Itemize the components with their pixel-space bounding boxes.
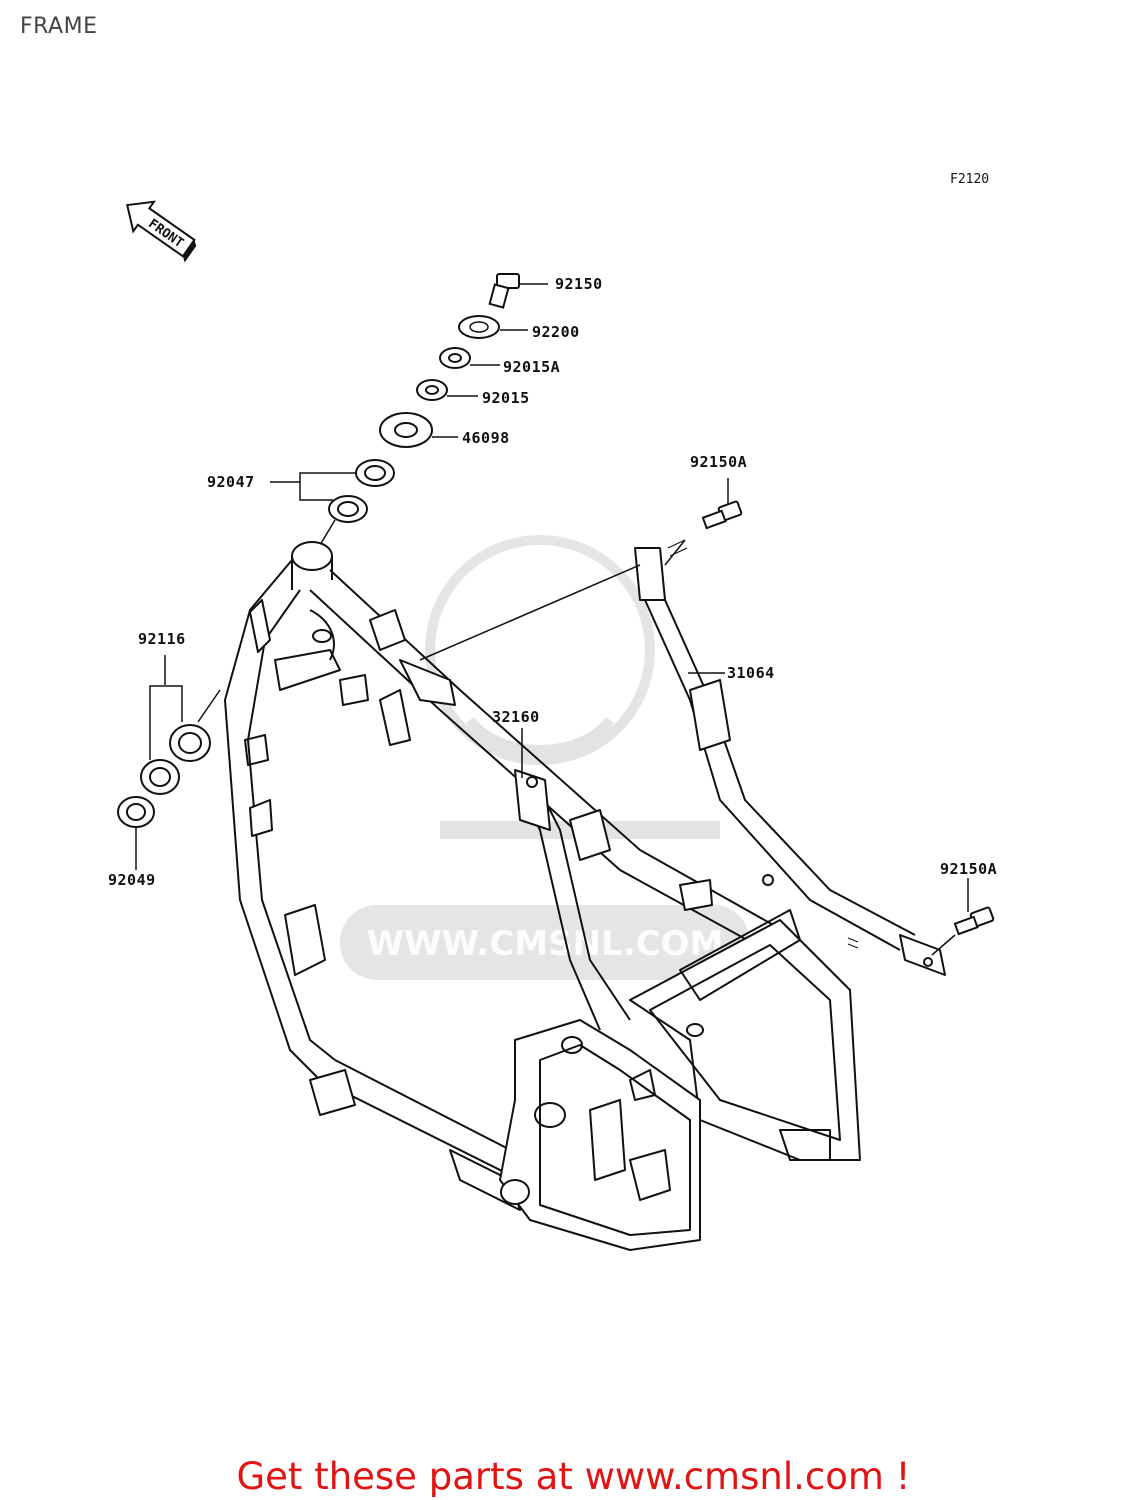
part-label-92116: 92116	[138, 630, 186, 648]
nut-92015	[416, 379, 448, 401]
part-label-92049: 92049	[108, 871, 156, 889]
seal-92049	[117, 796, 155, 828]
page-title: FRAME	[20, 14, 98, 39]
seal-46098	[379, 412, 433, 448]
bolt-92150A-right	[953, 906, 995, 936]
watermark-text: WWW.CMSNL.COM	[367, 924, 724, 964]
bearing-92047	[328, 459, 395, 523]
part-label-92047: 92047	[207, 473, 255, 491]
bearing-92116	[140, 724, 211, 795]
bolt-92150	[488, 273, 520, 309]
part-label-92150A-right: 92150A	[940, 860, 998, 878]
washer-92200	[458, 315, 500, 339]
watermark-logo	[340, 535, 750, 980]
part-label-92150A-top: 92150A	[690, 453, 748, 471]
bolt-92150A-top	[701, 500, 743, 530]
part-label-92015: 92015	[482, 389, 530, 407]
diagram-code: F2120	[950, 172, 990, 187]
part-label-31064: 31064	[727, 664, 775, 682]
cmsnl-parts-link[interactable]: Get these parts at www.cmsnl.com !	[236, 1455, 911, 1498]
front-arrow-icon: FRONT	[126, 200, 197, 263]
nut-92015A	[439, 347, 471, 369]
part-label-92150: 92150	[555, 275, 603, 293]
frame-32160	[224, 541, 946, 1251]
part-label-92015A: 92015A	[503, 358, 561, 376]
part-label-46098: 46098	[462, 429, 510, 447]
part-label-92200: 92200	[532, 323, 580, 341]
frame-diagram: WWW.CMSNL.COM FRONT	[117, 200, 995, 1251]
part-label-32160: 32160	[492, 708, 540, 726]
